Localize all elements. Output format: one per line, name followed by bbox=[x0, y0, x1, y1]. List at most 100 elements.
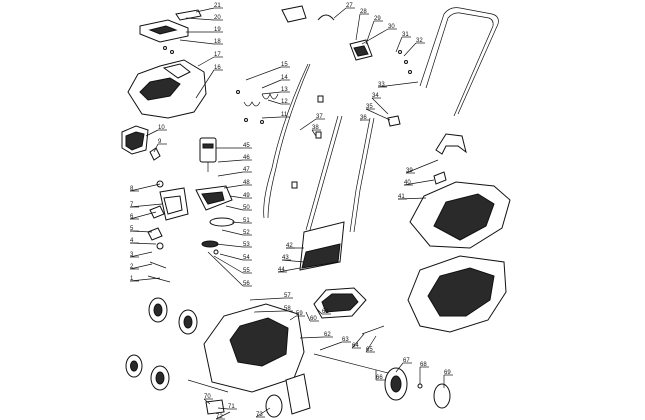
callout-label-65: 65 bbox=[366, 347, 373, 353]
callout-label-37: 37 bbox=[316, 114, 323, 120]
callout-leader-38 bbox=[311, 129, 317, 137]
callout-label-72: 72 bbox=[216, 414, 223, 420]
hub-nut bbox=[213, 249, 219, 255]
callout-leader-8 bbox=[129, 183, 161, 192]
callout-label-35: 35 bbox=[366, 104, 373, 110]
callout-label-20: 20 bbox=[214, 15, 221, 21]
motor-cover-recess bbox=[139, 77, 181, 101]
callout-leader-2 bbox=[129, 263, 153, 270]
callout-leader-13 bbox=[261, 91, 282, 95]
screw bbox=[163, 46, 167, 50]
fan bbox=[209, 217, 235, 227]
knob bbox=[398, 50, 402, 54]
callout-label-15: 15 bbox=[281, 62, 288, 68]
knob bbox=[404, 60, 408, 64]
rear-flap-lower bbox=[301, 243, 341, 269]
callout-label-18: 18 bbox=[214, 39, 221, 45]
callout-label-13: 13 bbox=[281, 87, 288, 93]
callout-label-47: 47 bbox=[243, 167, 250, 173]
lower-handle-bar bbox=[349, 117, 371, 233]
cable bbox=[263, 63, 309, 219]
callout-label-17: 17 bbox=[214, 52, 221, 58]
callout-label-4: 4 bbox=[130, 238, 134, 244]
upper-handle bbox=[425, 12, 494, 117]
callout-label-42: 42 bbox=[286, 243, 293, 249]
callout-label-68: 68 bbox=[420, 362, 427, 368]
wheel-hub bbox=[153, 303, 163, 317]
callout-label-56: 56 bbox=[243, 281, 250, 287]
callout-label-6: 6 bbox=[130, 214, 134, 220]
callout-leader-34 bbox=[371, 97, 389, 115]
callout-label-44: 44 bbox=[278, 267, 285, 273]
callout-label-52: 52 bbox=[243, 230, 250, 236]
washer bbox=[156, 242, 164, 250]
callout-leader-52 bbox=[221, 229, 244, 236]
axle bbox=[313, 353, 393, 375]
wheel bbox=[265, 394, 283, 418]
callout-label-43: 43 bbox=[282, 255, 289, 261]
callout-label-33: 33 bbox=[378, 82, 385, 88]
callout-leader-29 bbox=[365, 20, 375, 45]
grass-box-handle bbox=[435, 133, 467, 155]
callout-leader-21 bbox=[195, 7, 215, 13]
callout-leader-3 bbox=[129, 251, 153, 258]
grass-box-mesh bbox=[433, 193, 495, 241]
clip bbox=[205, 399, 225, 415]
callout-label-28: 28 bbox=[360, 9, 367, 15]
screw bbox=[244, 118, 248, 122]
wheel-hub bbox=[183, 315, 193, 329]
callout-label-8: 8 bbox=[130, 186, 134, 192]
lower-handle-bar bbox=[305, 115, 339, 231]
lower-handle-bar bbox=[353, 117, 375, 233]
callout-label-29: 29 bbox=[374, 16, 381, 22]
callout-label-59: 59 bbox=[296, 311, 303, 317]
callout-leader-55 bbox=[213, 255, 244, 274]
callout-leader-53 bbox=[215, 243, 244, 248]
axle-bracket bbox=[361, 325, 385, 335]
callout-leader-27 bbox=[333, 7, 347, 19]
callout-label-14: 14 bbox=[281, 75, 288, 81]
mower-deck-inner bbox=[229, 317, 289, 367]
callout-leader-61 bbox=[315, 307, 323, 315]
callout-label-67: 67 bbox=[403, 358, 410, 364]
callout-leader-16 bbox=[195, 69, 215, 99]
callout-leader-48 bbox=[223, 184, 244, 189]
callout-label-53: 53 bbox=[243, 242, 250, 248]
callout-leader-30 bbox=[361, 28, 389, 45]
callout-leader-60 bbox=[305, 311, 311, 322]
callout-leader-7 bbox=[129, 203, 163, 208]
wheel-hub bbox=[390, 375, 402, 393]
callout-leader-73 bbox=[255, 407, 271, 418]
callout-leader-59 bbox=[289, 315, 297, 321]
blade-hub bbox=[201, 240, 219, 248]
callout-leader-40 bbox=[403, 179, 435, 186]
callout-label-49: 49 bbox=[243, 193, 250, 199]
callout-label-9: 9 bbox=[158, 139, 162, 145]
callout-leader-65 bbox=[365, 335, 377, 353]
wheel-nut bbox=[417, 383, 423, 389]
upper-handle bbox=[419, 7, 499, 115]
callout-label-70: 70 bbox=[204, 394, 211, 400]
cable bbox=[267, 63, 311, 219]
callout-leader-63 bbox=[319, 341, 343, 351]
wheel-hub bbox=[155, 371, 165, 385]
callout-leader-56 bbox=[207, 251, 244, 287]
callout-leader-44 bbox=[277, 267, 301, 273]
callout-leader-58 bbox=[253, 310, 285, 313]
rod bbox=[147, 275, 171, 283]
callout-label-1: 1 bbox=[130, 276, 134, 282]
callout-leader-39 bbox=[405, 159, 439, 174]
motor bbox=[199, 137, 217, 163]
small-clip bbox=[149, 147, 161, 161]
callout-label-32: 32 bbox=[416, 38, 423, 44]
switch-box-inner bbox=[163, 195, 183, 215]
rear-cover-inner bbox=[321, 293, 359, 313]
callout-label-55: 55 bbox=[243, 268, 250, 274]
callout-label-41: 41 bbox=[398, 194, 405, 200]
callout-leader-32 bbox=[403, 42, 417, 57]
motor-cover-handle bbox=[162, 63, 191, 79]
wheel-cap bbox=[433, 383, 451, 409]
callout-leader-67 bbox=[395, 362, 404, 373]
callout-label-12: 12 bbox=[281, 99, 288, 105]
callout-label-2: 2 bbox=[130, 264, 134, 270]
